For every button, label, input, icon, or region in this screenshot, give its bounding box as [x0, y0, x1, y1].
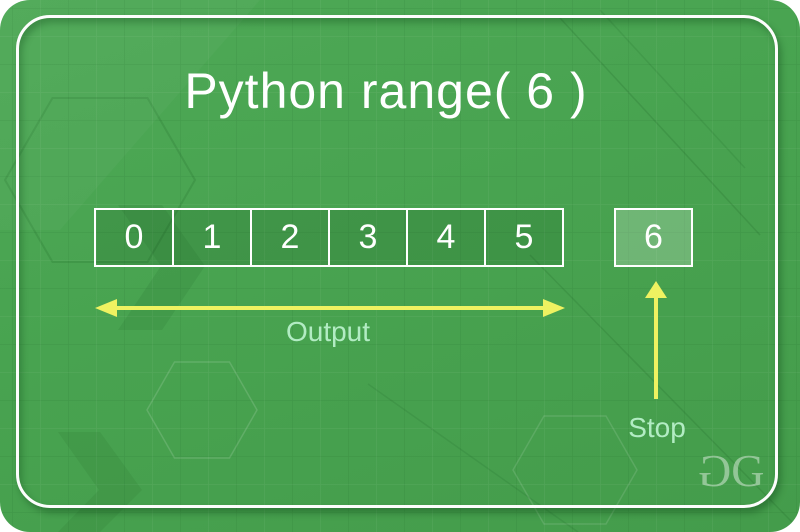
output-range-arrow	[95, 299, 565, 317]
arrow-up-head-icon	[645, 281, 667, 298]
range-cell-0: 0	[124, 218, 144, 256]
output-label: Output	[285, 316, 371, 347]
geeksforgeeks-logo: GG	[700, 445, 780, 496]
stop-value-cell: 6	[614, 208, 693, 267]
arrow-left-head-icon	[95, 299, 117, 317]
range-cell-4: 4	[406, 210, 484, 265]
range-cell-5: 5	[484, 210, 562, 265]
logo-g-glyph: G	[731, 445, 764, 496]
arrow-shaft	[109, 306, 551, 310]
range-cells-row: 0 1 2 3 4 5	[94, 208, 564, 267]
stop-pointer-arrow	[644, 281, 668, 399]
range-cell-3: 3	[328, 210, 406, 265]
range-cell-2: 2	[250, 210, 328, 265]
range-cell-1: 1	[172, 210, 250, 265]
page-title: Python range( 6 )	[184, 63, 588, 119]
arrow-shaft	[654, 293, 658, 399]
stop-label: Stop	[628, 412, 686, 443]
logo-mirrored-g-glyph: G	[700, 445, 732, 496]
arrow-right-head-icon	[543, 299, 565, 317]
